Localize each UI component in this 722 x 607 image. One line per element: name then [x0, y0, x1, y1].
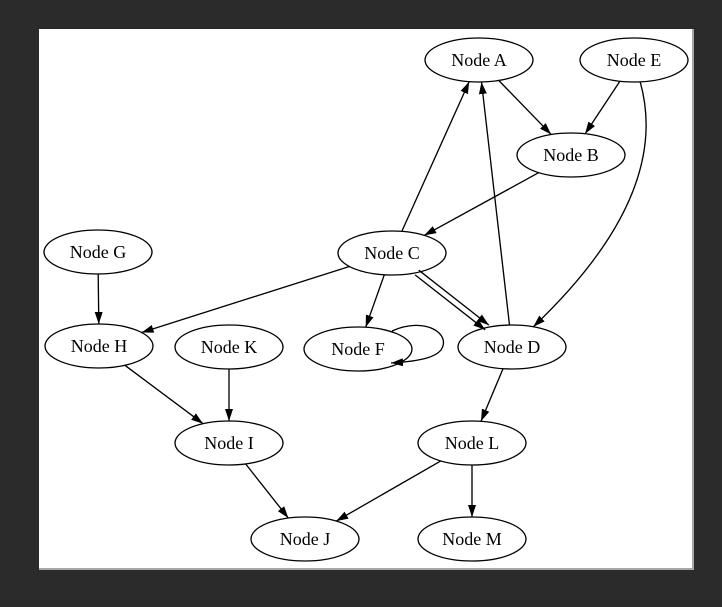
edge-L-J — [335, 460, 442, 522]
node-B-shape — [516, 132, 626, 178]
edge-C-D — [418, 269, 490, 326]
edge-E-D — [532, 81, 647, 328]
edge-I-J — [245, 463, 289, 519]
edge-D-A — [478, 81, 511, 326]
edge-A-B — [498, 80, 552, 135]
edge-G-H — [94, 273, 103, 325]
node-E-label: Node E — [607, 50, 661, 70]
edge-C-F — [365, 274, 385, 328]
edge-E-B — [584, 80, 621, 135]
nodes-layer: Node A Node E Node B Node C Node G Node H Node… — [43, 37, 689, 562]
graph-image-surface: Node A Node E Node B Node C Node G Node H Node… — [39, 29, 694, 570]
node-B-label: Node B — [543, 145, 599, 165]
node-I: Node I — [174, 420, 284, 466]
node-L-label: Node L — [445, 433, 499, 453]
node-H: Node H — [44, 323, 154, 369]
node-A: Node A — [424, 37, 534, 83]
node-G: Node G — [43, 229, 153, 275]
node-H-label: Node H — [71, 336, 128, 356]
node-D: Node D — [457, 324, 567, 370]
node-J-label: Node J — [280, 529, 331, 549]
node-C-label: Node C — [364, 243, 420, 263]
node-G-label: Node G — [70, 242, 127, 262]
node-K: Node K — [174, 324, 284, 370]
node-C: Node C — [337, 230, 447, 276]
node-I-label: Node I — [204, 433, 253, 453]
node-J-shape — [250, 516, 360, 562]
node-L: Node L — [417, 420, 527, 466]
edge-D-L — [480, 368, 504, 422]
node-C-shape — [337, 230, 447, 276]
edge-C-A — [401, 81, 470, 232]
edge-B-C — [423, 172, 540, 236]
node-H-shape — [44, 323, 154, 369]
node-M-label: Node M — [442, 529, 502, 549]
edge-C-H — [141, 265, 350, 334]
node-F-shape — [303, 326, 413, 372]
edges-layer — [94, 80, 647, 522]
node-B: Node B — [516, 132, 626, 178]
node-F: Node F — [303, 326, 413, 372]
edge-C-D — [414, 274, 486, 331]
edge-H-I — [124, 364, 204, 425]
node-D-shape — [457, 324, 567, 370]
node-K-label: Node K — [201, 337, 258, 357]
graph-svg: Node A Node E Node B Node C Node G Node H Node… — [43, 37, 689, 562]
node-G-shape — [43, 229, 153, 275]
node-F-label: Node F — [331, 339, 385, 359]
node-D-label: Node D — [484, 337, 541, 357]
edge-F-F — [390, 324, 444, 367]
node-E: Node E — [579, 37, 689, 83]
node-J: Node J — [250, 516, 360, 562]
node-E-shape — [579, 37, 689, 83]
node-M: Node M — [417, 516, 527, 562]
node-A-label: Node A — [451, 50, 507, 70]
